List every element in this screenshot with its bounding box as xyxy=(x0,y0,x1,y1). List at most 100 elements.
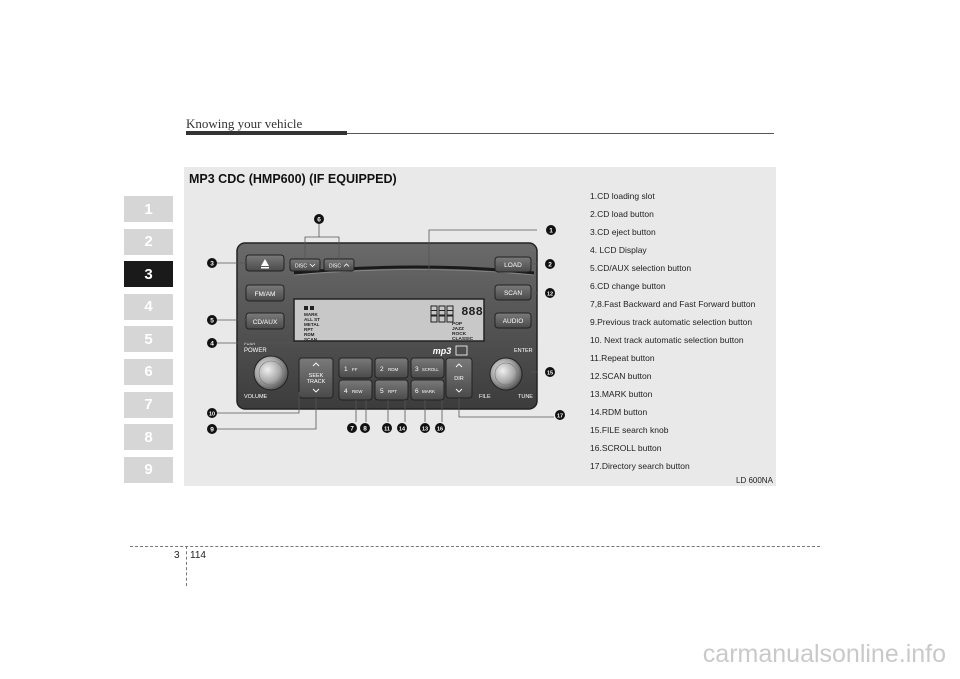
callout-3: 3 xyxy=(207,258,217,268)
svg-text:5: 5 xyxy=(210,318,214,325)
push-label: PUSH xyxy=(244,341,255,346)
chapter-tabs: 1 2 3 4 5 6 7 8 9 xyxy=(124,196,173,489)
track-label: TRACK xyxy=(307,379,326,385)
disc-up-button[interactable]: DISC xyxy=(323,258,355,272)
tune-file-knob[interactable] xyxy=(489,357,523,391)
preset-6-num: 6 xyxy=(415,388,419,395)
section-title: MP3 CDC (HMP600) (IF EQUIPPED) xyxy=(189,172,397,186)
chapter-tab-8[interactable]: 8 xyxy=(124,424,173,451)
watermark: carmanualsonline.info xyxy=(702,640,946,668)
cd-aux-label: CD/AUX xyxy=(253,319,278,326)
svg-text:14: 14 xyxy=(399,426,406,432)
footer-rule xyxy=(130,546,820,547)
callout-4: 4 xyxy=(207,338,217,348)
header-title: Knowing your vehicle xyxy=(186,116,303,131)
chapter-tab-4[interactable]: 4 xyxy=(124,293,173,320)
eject-button[interactable] xyxy=(245,254,285,272)
radio-diagram: FM/AM CD/AUX DISC DISC LOAD SCAN AUDIO M… xyxy=(207,214,565,434)
legend-item: 14.RDM button xyxy=(590,407,648,417)
fm-am-label: FM/AM xyxy=(255,291,276,298)
lcd-mark: MARK xyxy=(304,312,318,317)
svg-text:3: 3 xyxy=(210,261,214,268)
disc-up-label: DISC xyxy=(329,264,341,270)
svg-text:8: 8 xyxy=(363,426,367,433)
preset-5-num: 5 xyxy=(380,388,384,395)
chevron-down-icon xyxy=(309,263,316,268)
scan-label: SCAN xyxy=(504,290,522,297)
chapter-tab-6[interactable]: 6 xyxy=(124,358,173,385)
preset-6-button[interactable]: 6 MARK xyxy=(410,379,445,401)
page-chapter: 3 xyxy=(174,550,180,561)
scan-button[interactable]: SCAN xyxy=(494,284,532,301)
svg-text:11: 11 xyxy=(384,426,390,432)
legend-item: 13.MARK button xyxy=(590,389,653,399)
lcd-jazz: JAZZ xyxy=(452,326,464,332)
svg-text:15: 15 xyxy=(547,370,553,376)
lcd-pop: POP xyxy=(452,321,463,327)
legend-item: 15.FILE search knob xyxy=(590,425,669,435)
callout-8: 8 xyxy=(360,423,370,433)
chevron-up-icon xyxy=(343,263,350,267)
chevron-down-icon xyxy=(455,388,463,393)
svg-text:17: 17 xyxy=(557,413,563,419)
callout-10: 10 xyxy=(207,408,217,418)
svg-text:16: 16 xyxy=(437,426,443,432)
chevron-down-icon xyxy=(312,388,320,393)
svg-text:7: 7 xyxy=(350,426,354,433)
cd-logo-icon xyxy=(455,345,468,356)
legend-item: 11.Repeat button xyxy=(590,353,655,363)
legend-item: 5.CD/AUX selection button xyxy=(590,263,692,273)
legend-item: 6.CD change button xyxy=(590,281,666,291)
lcd-display: MARK ALL ST METAL RPT RDM SCAN 888 POP J… xyxy=(293,298,485,342)
chapter-tab-5[interactable]: 5 xyxy=(124,326,173,353)
tune-label: TUNE xyxy=(518,394,533,400)
load-button[interactable]: LOAD xyxy=(494,256,532,273)
preset-1-num: 1 xyxy=(344,366,348,373)
legend-item: 16.SCROLL button xyxy=(590,443,662,453)
legend-item: 1.CD loading slot xyxy=(590,191,655,201)
mp3-badge: mp3 xyxy=(433,346,452,356)
lcd-all-st: ALL ST xyxy=(304,317,320,322)
preset-2-button[interactable]: 2 RDM xyxy=(374,357,409,379)
legend-item: 9.Previous track automatic selection but… xyxy=(590,317,753,327)
preset-4-num: 4 xyxy=(344,388,348,395)
svg-text:6: 6 xyxy=(317,217,321,224)
preset-5-label: RPT xyxy=(388,389,397,394)
legend-item: 17.Directory search button xyxy=(590,461,690,471)
preset-1-button[interactable]: 1 FF xyxy=(338,357,373,379)
legend-item: 12.SCAN button xyxy=(590,371,652,381)
chapter-tab-3[interactable]: 3 xyxy=(124,261,173,288)
chapter-tab-9[interactable]: 9 xyxy=(124,456,173,483)
fm-am-button[interactable]: FM/AM xyxy=(245,284,285,302)
header-rule xyxy=(186,131,347,135)
seek-track-button[interactable]: SEEK TRACK xyxy=(298,357,334,399)
lcd-classic: CLASSIC xyxy=(452,336,474,342)
leader-lines xyxy=(216,223,554,430)
volume-label: VOLUME xyxy=(244,394,268,400)
preset-4-button[interactable]: 4 REW xyxy=(338,379,373,401)
legend-item: 2.CD load button xyxy=(590,209,654,219)
chapter-tab-1[interactable]: 1 xyxy=(124,196,173,222)
dir-button[interactable]: DIR xyxy=(445,357,473,399)
callout-15: 15 xyxy=(545,367,555,377)
svg-text:13: 13 xyxy=(422,426,428,432)
callout-2: 2 xyxy=(545,259,555,269)
lcd-rpt: RPT xyxy=(304,327,313,332)
legend-item: 4. LCD Display xyxy=(590,245,647,255)
cd-aux-button[interactable]: CD/AUX xyxy=(245,312,285,330)
svg-text:9: 9 xyxy=(210,427,214,434)
preset-3-num: 3 xyxy=(415,366,419,373)
chapter-tab-2[interactable]: 2 xyxy=(124,228,173,255)
file-label: FILE xyxy=(479,394,491,400)
preset-5-button[interactable]: 5 RPT xyxy=(374,379,409,401)
preset-2-num: 2 xyxy=(380,366,384,373)
audio-button[interactable]: AUDIO xyxy=(494,312,532,329)
callout-16: 16 xyxy=(435,423,445,433)
preset-1-label: FF xyxy=(352,367,358,372)
chapter-tab-7[interactable]: 7 xyxy=(124,391,173,418)
preset-3-button[interactable]: 3 SCROLL xyxy=(410,357,445,379)
disc-down-button[interactable]: DISC xyxy=(289,258,321,272)
svg-text:2: 2 xyxy=(548,262,552,269)
load-label: LOAD xyxy=(504,262,522,269)
volume-knob[interactable] xyxy=(253,355,289,391)
